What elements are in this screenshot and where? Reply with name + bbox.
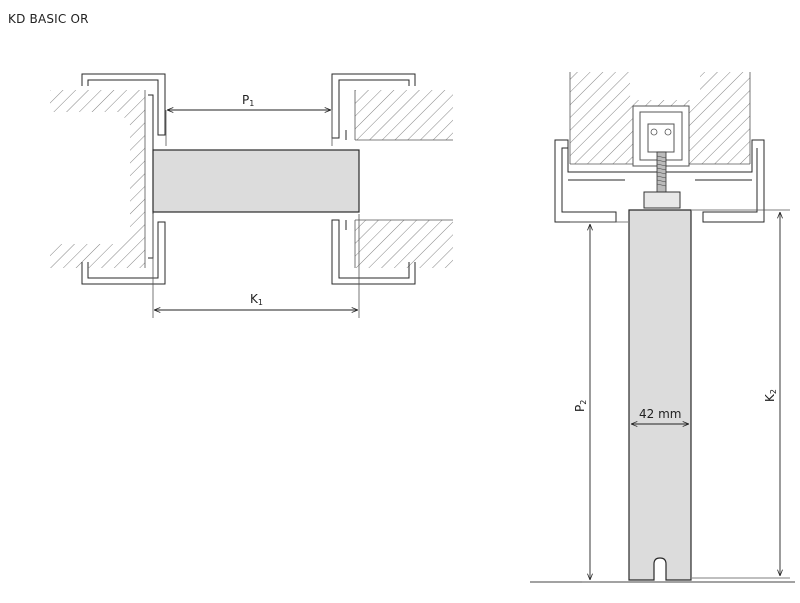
frame-right-upper bbox=[331, 73, 416, 139]
k2-label: K2 bbox=[763, 389, 778, 402]
drawing-title: KD BASIC OR bbox=[8, 12, 89, 26]
frame-left-upper bbox=[81, 73, 166, 136]
p1-label: P1 bbox=[242, 93, 254, 108]
thickness-label: 42 mm bbox=[639, 407, 681, 421]
frame-left-lower bbox=[81, 221, 166, 285]
clamp-block bbox=[643, 191, 681, 209]
k1-label: K1 bbox=[250, 292, 263, 307]
wall-left bbox=[50, 90, 145, 268]
wall-right-upper bbox=[355, 90, 453, 140]
plan-view: P1 K1 bbox=[50, 73, 453, 318]
section-view: P2 K2 42 mm bbox=[530, 72, 795, 583]
door-leaf-plan bbox=[152, 149, 360, 213]
wall-right-lower bbox=[355, 220, 453, 268]
door-leaf-section bbox=[628, 209, 692, 581]
p2-label: P2 bbox=[573, 400, 588, 412]
frame-right-lower bbox=[331, 219, 416, 285]
